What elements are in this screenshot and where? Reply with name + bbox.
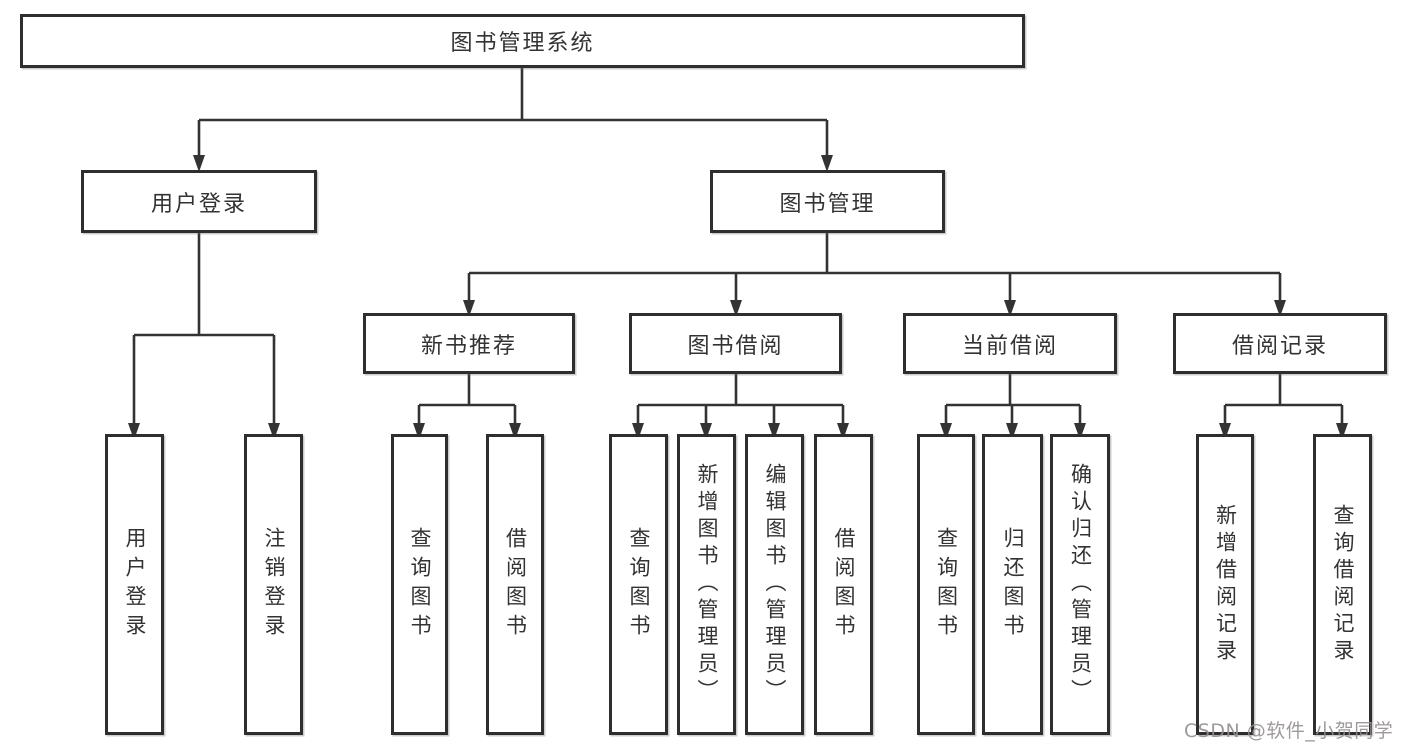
node-user-login: 用户登录 xyxy=(81,170,317,233)
leaf-edit-book-admin-label: 编辑图书（管理员） xyxy=(763,463,787,706)
leaf-confirm-return-admin: 确认归还（管理员） xyxy=(1050,434,1110,735)
node-root: 图书管理系统 xyxy=(20,14,1025,68)
node-book-borrow: 图书借阅 xyxy=(629,313,842,374)
node-book-management: 图书管理 xyxy=(710,170,945,233)
node-book-management-label: 图书管理 xyxy=(779,191,876,217)
leaf-borrow-book-recommend: 借阅图书 xyxy=(486,434,544,735)
node-new-book-recommend-label: 新书推荐 xyxy=(420,333,517,359)
leaf-add-borrow-record: 新增借阅记录 xyxy=(1196,434,1254,735)
leaf-confirm-return-admin-label: 确认归还（管理员） xyxy=(1068,463,1093,706)
node-borrow-record-label: 借阅记录 xyxy=(1231,333,1328,359)
leaf-return-book-label: 归还图书 xyxy=(1001,526,1025,643)
node-root-label: 图书管理系统 xyxy=(450,31,595,56)
node-current-borrow-label: 当前借阅 xyxy=(961,333,1058,359)
leaf-query-borrow-record-label: 查询借阅记录 xyxy=(1331,503,1355,666)
leaf-user-login-label: 用户登录 xyxy=(123,526,147,643)
leaf-query-book-recommend-label: 查询图书 xyxy=(408,526,432,643)
leaf-edit-book-admin: 编辑图书（管理员） xyxy=(745,434,804,735)
leaf-logout: 注销登录 xyxy=(244,434,303,735)
leaf-borrow-book-recommend-label: 借阅图书 xyxy=(503,526,528,643)
node-new-book-recommend: 新书推荐 xyxy=(363,313,575,374)
leaf-return-book: 归还图书 xyxy=(982,434,1043,735)
leaf-add-borrow-record-label: 新增借阅记录 xyxy=(1213,503,1238,666)
leaf-query-book-borrow-label: 查询图书 xyxy=(627,526,651,643)
leaf-query-book-current: 查询图书 xyxy=(917,434,975,735)
node-user-login-label: 用户登录 xyxy=(150,191,247,217)
leaf-query-book-recommend: 查询图书 xyxy=(391,434,448,735)
leaf-query-borrow-record: 查询借阅记录 xyxy=(1313,434,1372,735)
leaf-query-book-current-label: 查询图书 xyxy=(934,526,959,643)
leaf-user-login: 用户登录 xyxy=(105,434,164,735)
leaf-logout-label: 注销登录 xyxy=(262,526,286,643)
leaf-add-book-admin-label: 新增图书（管理员） xyxy=(695,463,719,706)
node-book-borrow-label: 图书借阅 xyxy=(687,333,784,359)
csdn-watermark: CSDN @软件_小贺同学 xyxy=(1184,720,1394,742)
leaf-query-book-borrow: 查询图书 xyxy=(609,434,668,735)
node-current-borrow: 当前借阅 xyxy=(903,313,1117,374)
leaf-add-book-admin: 新增图书（管理员） xyxy=(677,434,736,735)
leaf-borrow-book-label: 借阅图书 xyxy=(832,526,856,643)
node-borrow-record: 借阅记录 xyxy=(1173,313,1387,374)
leaf-borrow-book: 借阅图书 xyxy=(814,434,873,735)
